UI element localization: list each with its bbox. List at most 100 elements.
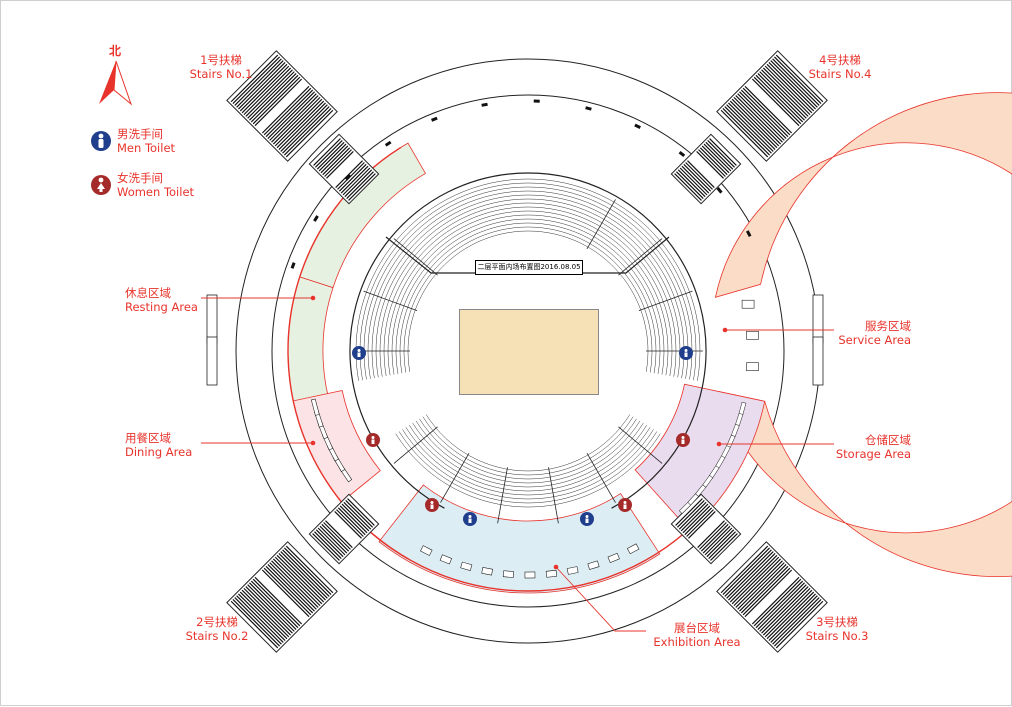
stairs-2-connector xyxy=(308,493,380,565)
stair-step xyxy=(768,62,816,110)
seating-row-lower xyxy=(363,186,693,380)
stair-step xyxy=(272,558,321,607)
stair-step xyxy=(720,545,769,594)
stair-step xyxy=(334,511,362,539)
seating-row-lower xyxy=(367,190,689,379)
dining-table xyxy=(310,398,320,416)
women-toilet-south-2-head xyxy=(623,501,627,504)
stair-step xyxy=(338,163,367,192)
stair-step xyxy=(731,556,780,605)
stair-step xyxy=(335,160,363,188)
arena-floor xyxy=(459,309,599,395)
stair-step xyxy=(742,87,791,136)
exhibition-booth xyxy=(587,560,600,570)
exhibition-leader-dot xyxy=(553,564,559,570)
stair-step xyxy=(678,501,707,530)
inner-bowl-outline xyxy=(349,172,707,509)
stair-step xyxy=(751,576,800,625)
stair-step xyxy=(735,560,783,608)
stair-step xyxy=(709,138,737,166)
stair-step xyxy=(724,106,772,154)
stair-step xyxy=(740,565,789,614)
stair-step xyxy=(254,78,303,127)
stair-step xyxy=(230,600,279,649)
seating-row-lower xyxy=(375,198,681,378)
stair-step xyxy=(762,587,811,636)
women-toilet-south-2-body xyxy=(623,504,627,509)
aisle-line xyxy=(618,238,663,276)
stair-step xyxy=(757,582,805,630)
stair-step xyxy=(773,598,822,647)
stair-step xyxy=(315,140,343,168)
stair-step xyxy=(340,165,369,194)
stair-step xyxy=(753,578,802,627)
stair-step xyxy=(312,533,340,561)
aisle-line xyxy=(393,238,438,276)
storage-leader-dot xyxy=(716,441,722,447)
stair-step xyxy=(274,556,323,605)
stair-step xyxy=(753,76,802,125)
exhibition-booth xyxy=(460,561,473,571)
stair-step xyxy=(285,109,334,158)
stair-step xyxy=(764,65,813,114)
aisle-line xyxy=(548,467,559,524)
stair-step xyxy=(245,69,293,117)
aisle-line xyxy=(638,290,693,312)
stair-step xyxy=(737,93,785,141)
stair-step xyxy=(704,527,733,556)
stair-step xyxy=(682,505,711,534)
stair-step xyxy=(710,533,738,561)
seating-row-lower xyxy=(379,202,677,377)
stair-step xyxy=(755,74,804,123)
men-toilet-west-body xyxy=(357,352,361,357)
aisle-line xyxy=(440,452,470,503)
stair-step xyxy=(684,507,713,536)
stair-step xyxy=(775,54,824,103)
stair-step xyxy=(313,138,341,166)
stair-step xyxy=(282,106,330,154)
stair-step xyxy=(775,600,824,649)
gate-marker xyxy=(431,116,438,122)
stair-step xyxy=(764,589,813,638)
stair-step xyxy=(274,98,323,147)
stair-step xyxy=(250,74,299,123)
stairs-1-connector xyxy=(308,133,380,205)
stair-step xyxy=(243,587,292,636)
exhibition-booth xyxy=(545,569,558,578)
stair-step xyxy=(726,551,774,599)
stair-step xyxy=(323,522,351,550)
stair-step xyxy=(341,503,370,532)
stair-step xyxy=(317,527,346,556)
stair-step xyxy=(696,151,724,179)
stair-step xyxy=(759,71,807,119)
stair-step xyxy=(761,586,809,634)
stair-step xyxy=(318,143,347,172)
seating-row-lower xyxy=(395,218,661,374)
seating-row-bottom xyxy=(422,416,634,476)
stair-step xyxy=(707,140,735,168)
female-person-icon xyxy=(91,175,111,195)
stair-step xyxy=(249,582,297,630)
stairs-3-block xyxy=(716,541,828,653)
gate-marker xyxy=(384,140,392,147)
aisle-line xyxy=(497,467,508,524)
stair-step xyxy=(686,509,714,537)
gate-marker xyxy=(481,102,488,107)
men-toilet-east-head xyxy=(684,349,688,352)
stair-step xyxy=(766,591,815,640)
aisle-line xyxy=(393,426,438,464)
male-person-icon xyxy=(91,131,111,151)
north-arrow-right xyxy=(113,60,133,106)
women-toilet-west-body xyxy=(371,439,375,444)
stair-step xyxy=(271,95,319,143)
stair-step xyxy=(261,569,310,618)
stair-step xyxy=(708,531,736,559)
stair-step xyxy=(269,93,317,141)
exhibition-area-zone xyxy=(378,484,661,594)
stair-step xyxy=(687,160,715,188)
stair-step xyxy=(700,523,729,552)
